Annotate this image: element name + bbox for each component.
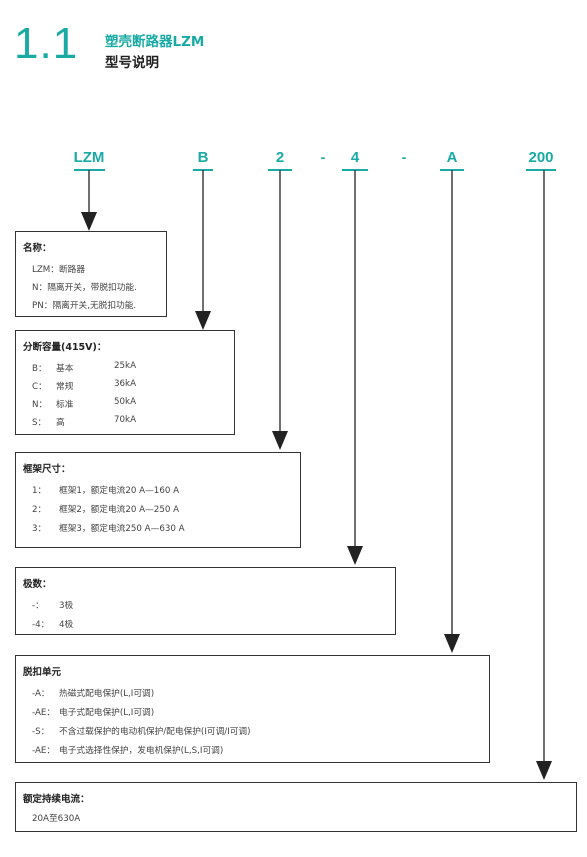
arrow-head-trip [444,634,460,653]
list-item: 20A至630A [32,814,81,824]
section-subtitle: 型号说明 [105,55,159,71]
code-series: LZM [73,149,105,166]
box-title: 框架尺寸： [23,464,71,475]
box-frame-size: 框架尺寸： 1： 框架1，额定电流20 A—160 A 2： 框架2，额定电流2… [15,452,301,548]
code-underline [268,169,292,171]
code-underline [342,169,368,171]
code-frame-size: 2 [275,149,285,166]
box-trip-unit: 脱扣单元 -A： 热磁式配电保护(L,I可调) -AE： 电子式配电保护(L,I… [15,655,490,763]
code-poles: 4 [350,149,360,166]
arrow-head-series [81,212,97,231]
code-separator: - [401,149,407,165]
section-title: 塑壳断路器LZM [105,34,205,50]
box-breaking-capacity: 分断容量(415V)： B： 基本 25kA C： 常规 36kA N： 标准 … [15,330,235,435]
box-title: 极数： [23,579,52,590]
code-breaking-capacity: B [197,149,209,166]
arrow-head-poles [347,546,363,565]
code-rated-current: 200 [528,149,554,166]
list-item: PN：隔离开关,无脱扣功能. [32,301,137,311]
section-number: 1.1 [14,19,79,68]
code-underline [440,169,464,171]
arrow-head-frame [272,431,288,450]
arrow-head-breaking [195,311,211,330]
arrow-head-current [536,761,552,780]
code-underline [74,169,105,171]
code-underline [526,169,556,171]
box-title: 分断容量(415V)： [23,342,107,353]
box-poles: 极数： -： 3极 -4： 4极 [15,567,396,635]
box-title: 额定持续电流： [23,794,90,805]
list-item: N：隔离开关，带脱扣功能. [32,283,137,293]
code-underline [193,169,213,171]
code-trip-unit: A [446,149,458,166]
box-name: 名称： LZM：断路器 N：隔离开关，带脱扣功能. PN：隔离开关,无脱扣功能. [15,231,167,317]
box-rated-current: 额定持续电流： 20A至630A [15,782,577,832]
code-separator: - [320,149,326,165]
list-item: LZM：断路器 [32,265,86,275]
box-title: 脱扣单元 [23,667,62,678]
box-title: 名称： [23,243,52,254]
